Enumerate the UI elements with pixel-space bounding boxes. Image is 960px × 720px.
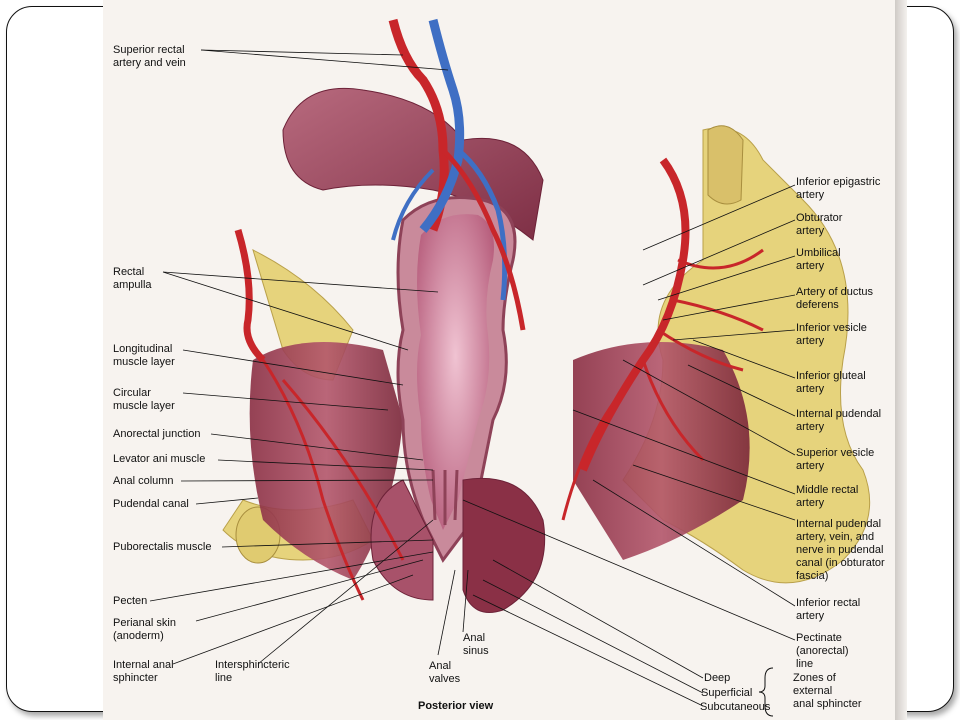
label-obturator: Obturator artery: [796, 212, 843, 237]
label-inferior-gluteal: Inferior gluteal artery: [796, 370, 866, 395]
superior-rectal-vessels: [388, 18, 526, 331]
figure-caption: Posterior view: [418, 700, 494, 712]
page-edge: [895, 0, 907, 720]
label-anal-sinus: Anal sinus: [463, 632, 489, 657]
internal-iliac-branches-left: [234, 228, 405, 601]
label-superior-rectal: Superior rectal artery and vein: [113, 44, 186, 69]
label-longitudinal-muscle: Longitudinal muscle layer: [113, 343, 175, 368]
label-anal-valves: Anal valves: [429, 660, 461, 685]
label-superior-vesicle: Superior vesicle artery: [796, 447, 875, 472]
label-internal-anal-sphincter: Internal anal sphincter: [113, 659, 174, 684]
label-levator-ani: Levator ani muscle: [113, 453, 206, 465]
label-perianal-skin: Perianal skin (anoderm): [113, 617, 176, 642]
label-rectal-ampulla: Rectal ampulla: [113, 266, 152, 291]
label-pecten: Pecten: [113, 595, 148, 607]
label-umbilical: Umbilical artery: [796, 247, 841, 272]
label-subcutaneous: Subcutaneous: [700, 701, 771, 713]
label-middle-rectal: Middle rectal artery: [796, 484, 859, 509]
label-internal-pudendal-nerve: Internal pudendal artery, vein, and nerv…: [796, 518, 885, 582]
label-zones-external: Zones of external anal sphincter: [793, 672, 862, 710]
leader-lines: [149, 49, 796, 707]
label-anal-column: Anal column: [113, 475, 174, 487]
anatomy-plate: Superior rectal artery and vein Rectal a…: [103, 0, 895, 720]
rectum-anatomy-illustration: [149, 18, 871, 717]
label-internal-pudendal: Internal pudendal artery: [796, 408, 882, 433]
label-superficial: Superficial: [701, 687, 753, 699]
label-inferior-vesicle: Inferior vesicle artery: [796, 322, 867, 347]
label-pectinate-line: Pectinate (anorectal) line: [796, 632, 849, 670]
label-pudendal-canal: Pudendal canal: [113, 498, 189, 510]
zones-brace: [758, 667, 774, 717]
label-anorectal-junction: Anorectal junction: [113, 428, 201, 440]
label-ductus-deferens: Artery of ductus deferens: [796, 286, 874, 311]
label-circular-muscle: Circular muscle layer: [113, 387, 175, 412]
label-inferior-rectal: Inferior rectal artery: [796, 597, 861, 622]
label-intersphincteric-line: Intersphincteric line: [215, 659, 290, 684]
label-puborectalis: Puborectalis muscle: [113, 541, 212, 553]
label-inferior-epigastric: Inferior epigastric artery: [796, 176, 881, 201]
label-deep: Deep: [704, 672, 731, 684]
